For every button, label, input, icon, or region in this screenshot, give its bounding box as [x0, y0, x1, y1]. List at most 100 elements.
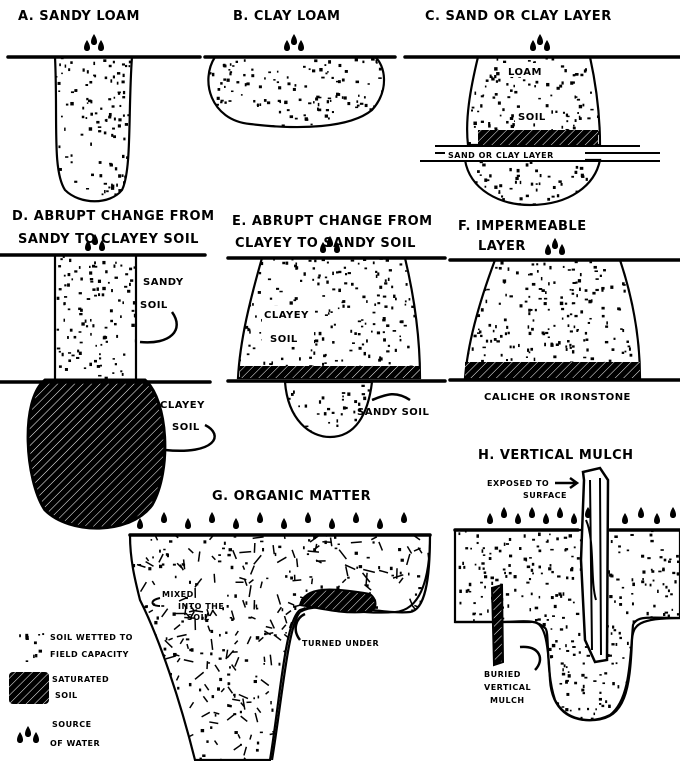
clayey-soil-label: SOIL [270, 334, 298, 345]
into-the-label: INTO THE [178, 602, 224, 611]
water-drop-icon [571, 513, 577, 524]
panel-c-sand-or-clay-layer: C. SAND OR CLAY LAYER LOAM SOIL SAND OR … [403, 9, 680, 207]
surface-label: SURFACE [523, 491, 567, 500]
legend-saturated-line2: SOIL [55, 691, 78, 700]
water-drop-icon [33, 732, 39, 743]
water-drop-icon [99, 240, 105, 251]
water-drop-icon [544, 40, 550, 51]
soil-speckles [56, 255, 136, 382]
wetted-zone [53, 55, 134, 203]
panel-b-clay-loam: B. CLAY LOAM [203, 9, 397, 129]
panel-f-title-line2: LAYER [478, 239, 526, 254]
panel-e-title-line2: CLAYEY TO SANDY SOIL [235, 236, 416, 251]
water-drop-icon [543, 513, 549, 524]
water-drop-icon [185, 518, 191, 529]
water-drop-icon [284, 40, 290, 51]
legend-saturated-line1: SATURATED [52, 675, 109, 684]
wetted-zone [207, 55, 386, 129]
water-drop-icon [638, 507, 644, 518]
soil-speckles [19, 633, 45, 662]
wetted-zone [463, 258, 642, 380]
water-drop-icon [670, 507, 676, 518]
water-drop-icon [329, 518, 335, 529]
water-drop-icon [91, 34, 97, 45]
water-drop-icon [377, 518, 383, 529]
saturated-band [478, 130, 598, 146]
saturated-band [465, 362, 640, 378]
turned-under-organic-matter [298, 588, 377, 614]
mulch-label: MULCH [490, 696, 525, 705]
arrow [164, 423, 216, 453]
water-drop-icon [557, 507, 563, 518]
buried-label: BURIED [484, 670, 521, 679]
water-drop-icon [654, 513, 660, 524]
water-drop-icon [25, 726, 31, 737]
loam-label: LOAM [508, 67, 542, 78]
water-drop-icon [17, 732, 23, 743]
water-drop-icon [320, 242, 326, 253]
water-drop-icon [281, 518, 287, 529]
sandy-soil-label: SANDY SOIL [357, 407, 430, 418]
vertical-label: VERTICAL [484, 683, 531, 692]
wetted-boundary [270, 611, 301, 761]
saturated-soil-swatch [9, 672, 49, 704]
panel-h-vertical-mulch: H. VERTICAL MULCH EXPOSED TO SURFACE BUR… [453, 448, 680, 722]
water-drop-icon [327, 236, 333, 247]
legend-wetted-line1: SOIL WETTED TO [50, 633, 133, 642]
arrow [139, 311, 178, 344]
clayey-saturated-zone [26, 378, 167, 530]
sandy-wetted-zone [53, 253, 138, 384]
clayey-soil-label: SOIL [172, 422, 200, 433]
water-drop-icon [515, 513, 521, 524]
panel-d-title-line1: D. ABRUPT CHANGE FROM [12, 209, 215, 224]
panel-h-title: H. VERTICAL MULCH [478, 448, 634, 463]
water-drop-icon [137, 518, 143, 529]
soil-label: SOIL [518, 112, 546, 123]
panel-e-clayey-to-sandy: E. ABRUPT CHANGE FROM CLAYEY TO SANDY SO… [226, 214, 447, 439]
exposed-vertical-mulch [579, 466, 610, 664]
wetted-lower-zone [463, 158, 602, 207]
sandy-label: SANDY [143, 277, 184, 288]
water-drop-icon [559, 244, 565, 255]
water-drop-icon [552, 238, 558, 249]
panel-e-title-line1: E. ABRUPT CHANGE FROM [232, 214, 433, 229]
water-drop-icon [233, 518, 239, 529]
water-drop-icon [401, 512, 407, 523]
turned-under-label: TURNED UNDER [302, 639, 379, 648]
panel-f-title-line1: F. IMPERMEABLE [458, 219, 587, 234]
legend-water-line2: OF WATER [50, 739, 100, 748]
panel-f-impermeable-layer: F. IMPERMEABLE LAYER CALICHE OR IRONSTON… [448, 219, 680, 403]
soil-label: SOIL [187, 613, 210, 622]
water-drop-icon [291, 34, 297, 45]
water-drop-icon [98, 40, 104, 51]
legend: SOIL WETTED TO FIELD CAPACITY SATURATED … [9, 632, 133, 748]
legend-water-line1: SOURCE [52, 720, 92, 729]
panel-g-title: G. ORGANIC MATTER [212, 489, 371, 504]
water-drop-icon [501, 507, 507, 518]
buried-vertical-mulch [490, 583, 505, 667]
water-drop-icon [622, 513, 628, 524]
saturated-band [240, 366, 420, 378]
water-drop-icon [305, 512, 311, 523]
water-drop-icon [161, 512, 167, 523]
water-drop-icon [334, 242, 340, 253]
arrow [555, 476, 580, 490]
panel-g-organic-matter: G. ORGANIC MATTER MIXED INTO THE SOIL TU… [128, 489, 432, 761]
water-drop-icon [92, 234, 98, 245]
wetted-zone [128, 533, 432, 761]
panel-d-title-line2: SANDY TO CLAYEY SOIL [18, 232, 199, 247]
panel-b-title: B. CLAY LOAM [233, 9, 340, 24]
panel-c-title: C. SAND OR CLAY LAYER [425, 9, 612, 24]
water-drop-icon [85, 240, 91, 251]
sandy-soil-label: SOIL [140, 300, 168, 311]
panel-a-title: A. SANDY LOAM [18, 9, 140, 24]
water-drop-icon [298, 40, 304, 51]
exposed-label: EXPOSED TO [487, 479, 549, 488]
caliche-label: CALICHE OR IRONSTONE [484, 392, 631, 403]
water-drop-icon [585, 507, 591, 518]
water-drop-icon [487, 513, 493, 524]
clayey-label: CLAYEY [264, 310, 309, 321]
water-drop-icon [537, 34, 543, 45]
